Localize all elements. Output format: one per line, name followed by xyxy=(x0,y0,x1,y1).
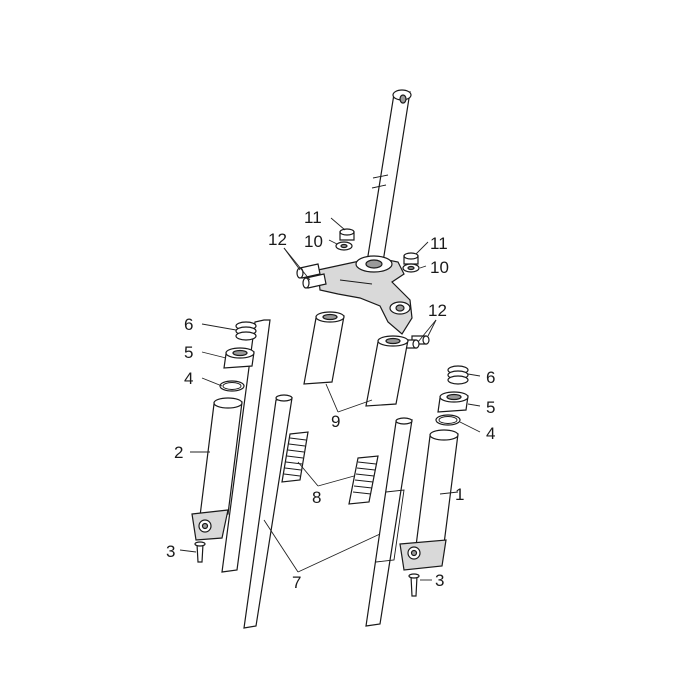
dust-cover-left xyxy=(223,347,255,369)
callout-12-right: 12 xyxy=(428,301,447,320)
callout-3-right: 3 xyxy=(435,571,444,590)
spacer-tube-right xyxy=(365,335,409,407)
fork-leg-left xyxy=(191,397,243,541)
fork-crown xyxy=(317,255,413,335)
dust-cover-right xyxy=(437,391,469,413)
seal-ring-right xyxy=(435,414,461,426)
damper-tube-right xyxy=(365,417,413,627)
fork-spring-left xyxy=(281,431,309,483)
spacer-tube-left xyxy=(303,311,345,385)
callout-6-left: 6 xyxy=(184,315,193,334)
fork-spring-right xyxy=(348,455,379,505)
bottom-screw-left xyxy=(194,541,206,563)
damper-tube-left xyxy=(221,319,293,629)
callout-3-left: 3 xyxy=(166,542,175,561)
callout-9: 9 xyxy=(331,412,340,431)
callout-8: 8 xyxy=(312,488,321,507)
callout-4-left: 4 xyxy=(184,369,193,388)
callout-5-left: 5 xyxy=(184,343,193,362)
callout-5-right: 5 xyxy=(486,398,495,417)
callout-4-right: 4 xyxy=(486,424,495,443)
callout-11-left: 11 xyxy=(304,208,322,227)
crown-bolt-left xyxy=(296,263,327,289)
clip-left xyxy=(235,321,257,341)
callout-10-left: 10 xyxy=(304,232,323,251)
callout-1: 1 xyxy=(455,485,464,504)
steering-stem xyxy=(366,89,412,263)
leader-lines xyxy=(179,217,481,581)
washer-right xyxy=(402,263,420,273)
seal-ring-left xyxy=(219,380,245,392)
callout-labels: 1 2 3 3 4 4 5 5 6 6 7 8 9 10 10 11 11 12… xyxy=(166,208,495,592)
callout-2: 2 xyxy=(174,443,183,462)
fork-leg-right xyxy=(399,429,459,571)
callout-7: 7 xyxy=(292,573,301,592)
callout-11-right: 11 xyxy=(430,234,448,253)
callout-12-left: 12 xyxy=(268,230,287,249)
callout-6-right: 6 xyxy=(486,368,495,387)
callout-10-right: 10 xyxy=(430,258,449,277)
clip-right xyxy=(447,365,469,385)
top-cap-left xyxy=(339,228,355,241)
washer-left xyxy=(335,241,353,251)
bottom-screw-right xyxy=(408,573,420,597)
top-cap-right xyxy=(403,252,419,265)
